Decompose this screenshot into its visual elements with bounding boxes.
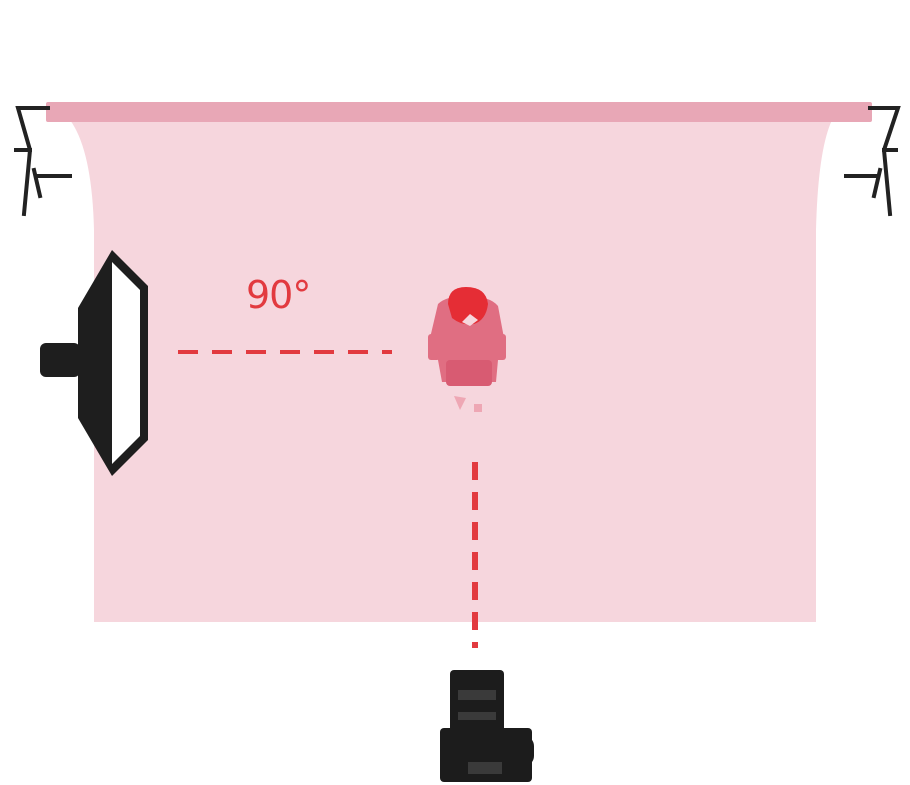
- softbox-light: [40, 250, 148, 476]
- angle-label: 90°: [246, 273, 311, 317]
- subject-head: [448, 287, 488, 325]
- backdrop-stand-left: [14, 106, 72, 217]
- camera: [440, 670, 534, 782]
- backdrop-stand-right: [844, 106, 901, 217]
- camera-body: [440, 728, 532, 782]
- camera-grip: [508, 736, 534, 766]
- subject-leg-shadow: [446, 360, 492, 386]
- backdrop-bar: [46, 102, 872, 122]
- camera-lens-detail-2: [458, 712, 496, 720]
- camera-detail: [468, 762, 502, 774]
- subject-figure: [428, 287, 506, 412]
- subject-arm-left: [428, 334, 440, 360]
- subject-feet: [454, 396, 482, 412]
- camera-lens: [450, 670, 504, 734]
- subject-hair-highlight: [462, 314, 478, 326]
- light-head: [40, 343, 80, 377]
- subject-arm-right: [494, 334, 506, 360]
- camera-lens-detail: [458, 690, 496, 700]
- softbox-diffuser: [112, 262, 140, 464]
